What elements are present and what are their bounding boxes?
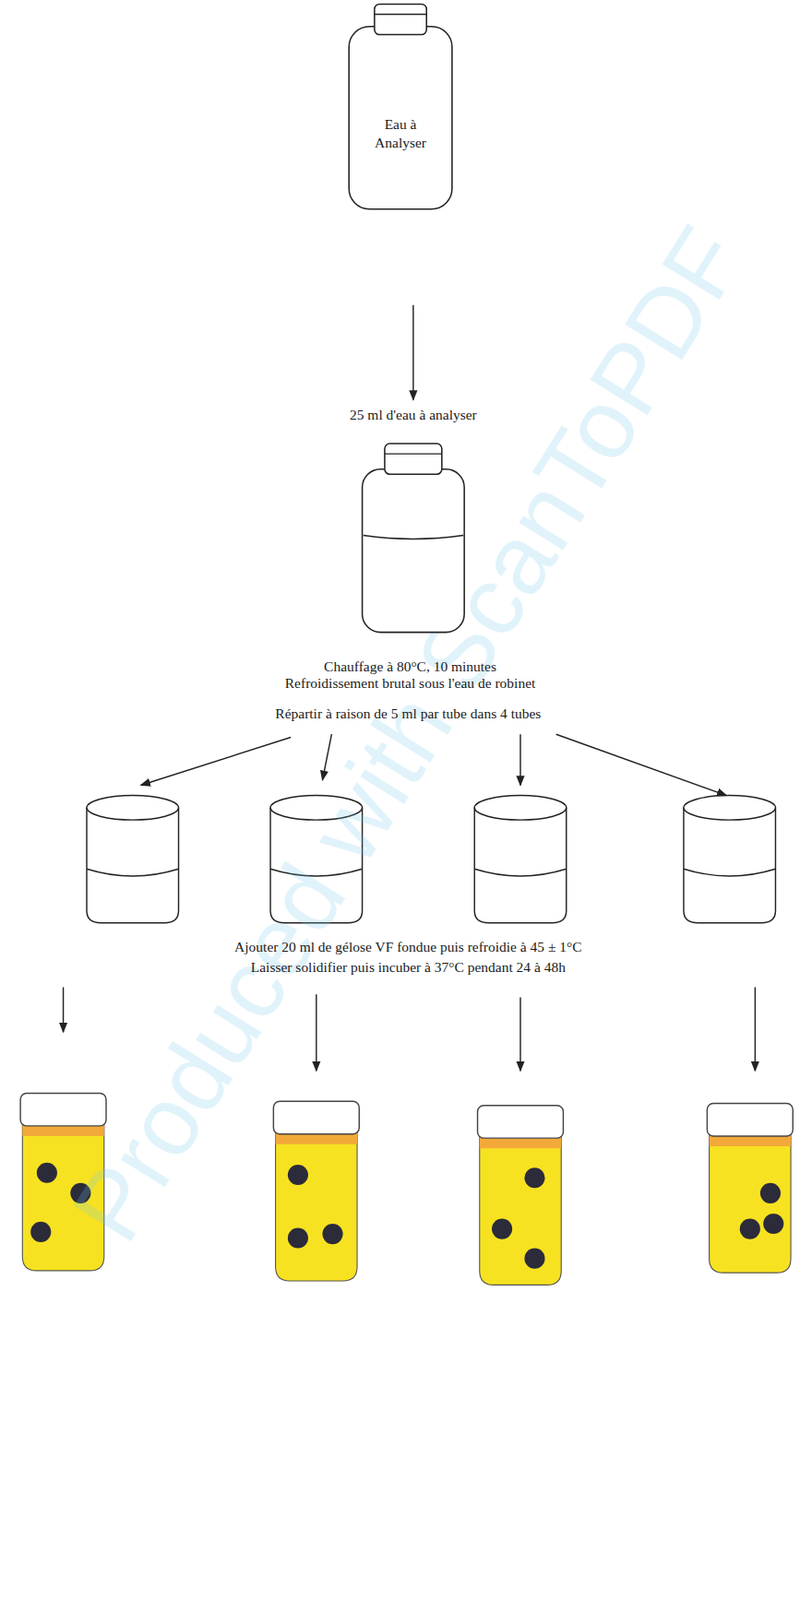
bottle-outline: [300, 405, 526, 637]
colony: [760, 1183, 781, 1205]
agar-tube: [273, 1101, 359, 1282]
colony: [491, 1219, 513, 1241]
step-note: Répartir à raison de 5 ml par tube dans …: [274, 705, 541, 724]
colony: [740, 1219, 761, 1241]
step-note: Ajouter 20 ml de gélose VF fondue puis r…: [234, 940, 582, 958]
colony: [30, 1222, 51, 1243]
colony: [287, 1228, 309, 1249]
test-tube: [683, 796, 777, 924]
step-note: Laisser solidifier puis incuber à 37°C p…: [250, 960, 566, 979]
colony: [763, 1214, 784, 1235]
colony: [322, 1224, 343, 1245]
sample-bottle: Eau à Analyser: [346, 1, 454, 212]
bottle-outline: [346, 1, 454, 212]
flow-arrow: [412, 305, 414, 401]
test-tubes: [86, 796, 776, 924]
colony: [524, 1168, 545, 1189]
colony: [287, 1165, 309, 1186]
watermark: Produced with ScanToPDF: [50, 208, 766, 1261]
flask-step: 25 ml d'eau à analyser: [300, 405, 526, 637]
test-tube: [474, 796, 567, 924]
bottle-label: Eau à Analyser: [363, 116, 438, 153]
step-note: Chauffage à 80°C, 10 minutes: [323, 658, 497, 677]
step-note: Refroidissement brutal sous l'eau de rob…: [285, 676, 537, 694]
test-tube: [86, 796, 180, 924]
agar-tube: [706, 1104, 793, 1275]
agar-tube: [477, 1106, 564, 1287]
colony: [524, 1249, 545, 1270]
step-heading: 25 ml d'eau à analyser: [300, 405, 526, 424]
colony: [36, 1163, 58, 1184]
